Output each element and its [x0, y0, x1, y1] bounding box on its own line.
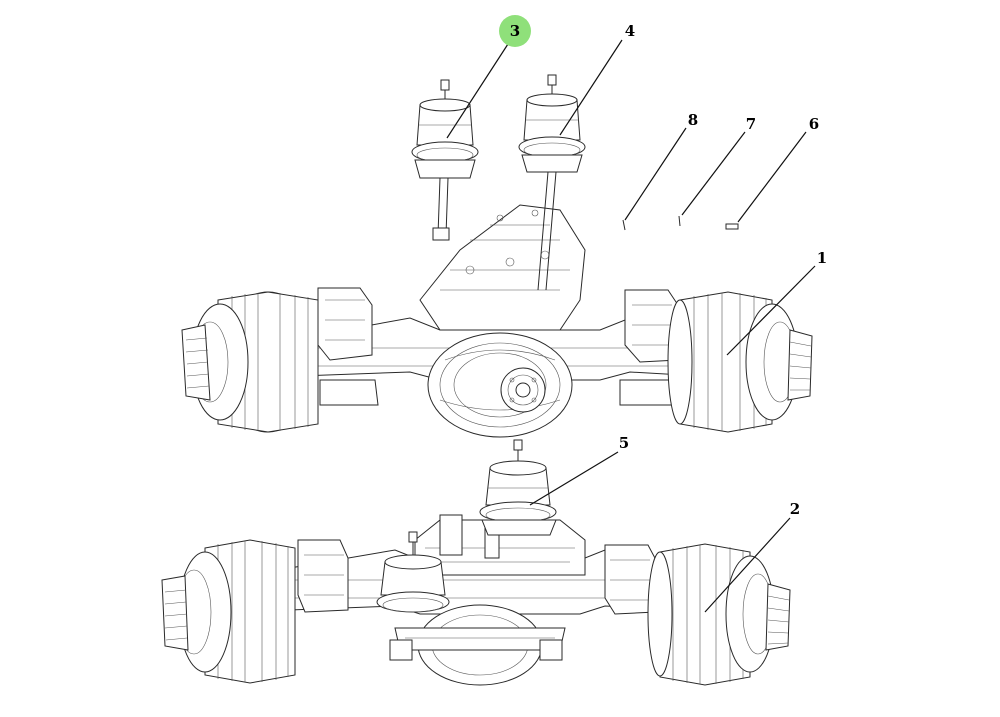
callout-7[interactable]: 7: [746, 115, 756, 133]
small-part-7[interactable]: [678, 215, 681, 227]
callout-label: 7: [746, 115, 756, 133]
callout-label: 1: [817, 249, 827, 267]
callout-label: 2: [790, 500, 800, 518]
callout-label: 3: [510, 22, 520, 40]
small-part-6[interactable]: [725, 223, 739, 230]
callout-5[interactable]: 5: [619, 434, 629, 452]
brake-chamber-lower-front[interactable]: [376, 531, 450, 613]
callout-label: 5: [619, 434, 629, 452]
small-part-8[interactable]: [622, 219, 626, 231]
callout-1[interactable]: 1: [817, 249, 827, 267]
callout-label: 8: [688, 111, 698, 129]
callout-leaders: [446, 39, 816, 613]
callout-4[interactable]: 4: [625, 22, 635, 40]
callout-label: 6: [809, 115, 819, 133]
callout-3-highlight: [499, 15, 531, 47]
callout-6[interactable]: 6: [809, 115, 819, 133]
brake-chamber-lower-rear[interactable]: [479, 439, 557, 536]
upper-axle-assembly[interactable]: [181, 204, 813, 438]
lower-axle-assembly[interactable]: [161, 514, 791, 686]
brake-chamber-right[interactable]: [518, 74, 586, 291]
callout-label: 4: [625, 22, 635, 40]
callout-2[interactable]: 2: [790, 500, 800, 518]
brake-chamber-left[interactable]: [411, 79, 479, 241]
callout-8[interactable]: 8: [688, 111, 698, 129]
callout-3[interactable]: 3: [499, 15, 531, 47]
